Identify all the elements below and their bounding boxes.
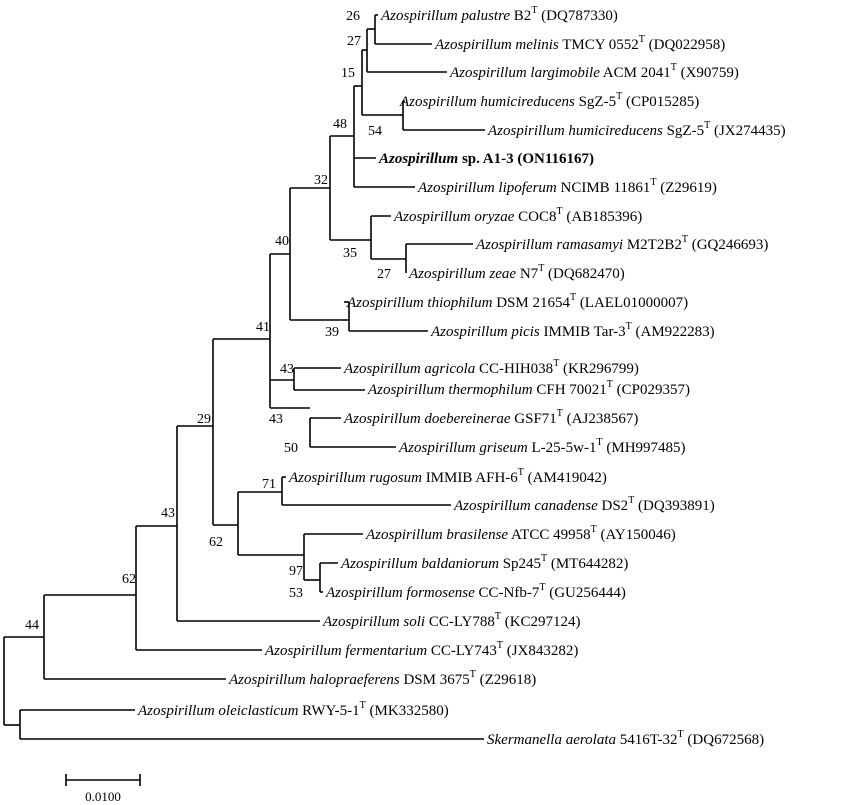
- scale-bar-label: 0.0100: [85, 789, 121, 804]
- bootstrap-value: 32: [314, 173, 328, 188]
- taxon-label: Azospirillum melinis TMCY 0552T (DQ02295…: [434, 34, 725, 53]
- taxon-label: Azospirillum agricola CC-HIH038T (KR2967…: [343, 358, 639, 377]
- taxon-label: Azospirillum soli CC-LY788T (KC297124): [322, 611, 581, 630]
- taxon-label: Azospirillum baldaniorum Sp245T (MT64428…: [340, 553, 628, 572]
- bootstrap-value: 62: [209, 535, 223, 550]
- taxon-label: Azospirillum humicireducens SgZ-5T (JX27…: [487, 120, 786, 139]
- taxon-label: Azospirillum brasilense ATCC 49958T (AY1…: [365, 524, 676, 543]
- bootstrap-value: 54: [368, 124, 382, 139]
- taxon-label: Azospirillum picis IMMIB Tar-3T (AM92228…: [430, 321, 715, 340]
- bootstrap-value: 48: [333, 117, 347, 132]
- scale-bar: 0.0100: [65, 774, 141, 804]
- taxon-label: Azospirillum oryzae COC8T (AB185396): [393, 206, 642, 225]
- bootstrap-value: 27: [377, 267, 391, 282]
- taxon-label: Azospirillum thiophilum DSM 21654T (LAEL…: [346, 292, 688, 311]
- taxon-label: Azospirillum fermentarium CC-LY743T (JX8…: [264, 640, 578, 659]
- tree-branches: [3, 14, 485, 740]
- taxon-label: Azospirillum griseum L-25-5w-1T (MH99748…: [398, 437, 686, 456]
- taxon-label: Skermanella aerolata 5416T-32T (DQ672568…: [487, 729, 764, 748]
- taxon-label: Azospirillum halopraeferens DSM 3675T (Z…: [228, 669, 536, 688]
- bootstrap-value: 41: [256, 320, 270, 335]
- bootstrap-value: 35: [343, 246, 357, 261]
- bootstrap-value: 97: [289, 564, 303, 579]
- bootstrap-values: 2627155448323527403941434350297162975343…: [25, 9, 391, 633]
- bootstrap-value: 43: [280, 362, 294, 377]
- bootstrap-value: 15: [341, 66, 355, 81]
- bootstrap-value: 62: [122, 572, 136, 587]
- taxon-label: Azospirillum lipoferum NCIMB 11861T (Z29…: [417, 177, 717, 196]
- taxon-label: Azospirillum thermophilum CFH 70021T (CP…: [367, 379, 690, 398]
- bootstrap-value: 44: [25, 618, 39, 633]
- bootstrap-value: 40: [275, 234, 289, 249]
- taxon-label: Azospirillum ramasamyi M2T2B2T (GQ246693…: [475, 234, 768, 253]
- taxon-label-query-strain: Azospirillum sp. A1-3 (ON116167): [378, 151, 594, 167]
- bootstrap-value: 53: [289, 586, 303, 601]
- bootstrap-value: 29: [197, 412, 211, 427]
- taxon-label: Azospirillum largimobile ACM 2041T (X907…: [449, 62, 739, 81]
- taxon-label: Azospirillum rugosum IMMIB AFH-6T (AM419…: [288, 467, 607, 486]
- taxon-label: Azospirillum formosense CC-Nfb-7T (GU256…: [325, 582, 626, 601]
- taxon-label: Azospirillum doebereinerae GSF71T (AJ238…: [343, 408, 638, 427]
- taxon-label: Azospirillum oleiclasticum RWY-5-1T (MK3…: [137, 700, 449, 719]
- taxon-label: Azospirillum canadense DS2T (DQ393891): [453, 495, 715, 514]
- taxon-labels: Azospirillum palustre B2T (DQ787330) Azos…: [137, 5, 786, 748]
- taxon-label: Azospirillum humicireducens SgZ-5T (CP01…: [399, 91, 699, 110]
- bootstrap-value: 43: [269, 412, 283, 427]
- taxon-label: Azospirillum palustre B2T (DQ787330): [380, 5, 618, 24]
- bootstrap-value: 71: [262, 477, 276, 492]
- bootstrap-value: 26: [346, 9, 360, 24]
- bootstrap-value: 50: [284, 441, 298, 456]
- bootstrap-value: 39: [325, 325, 339, 340]
- bootstrap-value: 43: [161, 506, 175, 521]
- bootstrap-value: 27: [347, 34, 361, 49]
- taxon-label: Azospirillum zeae N7T (DQ682470): [408, 263, 625, 282]
